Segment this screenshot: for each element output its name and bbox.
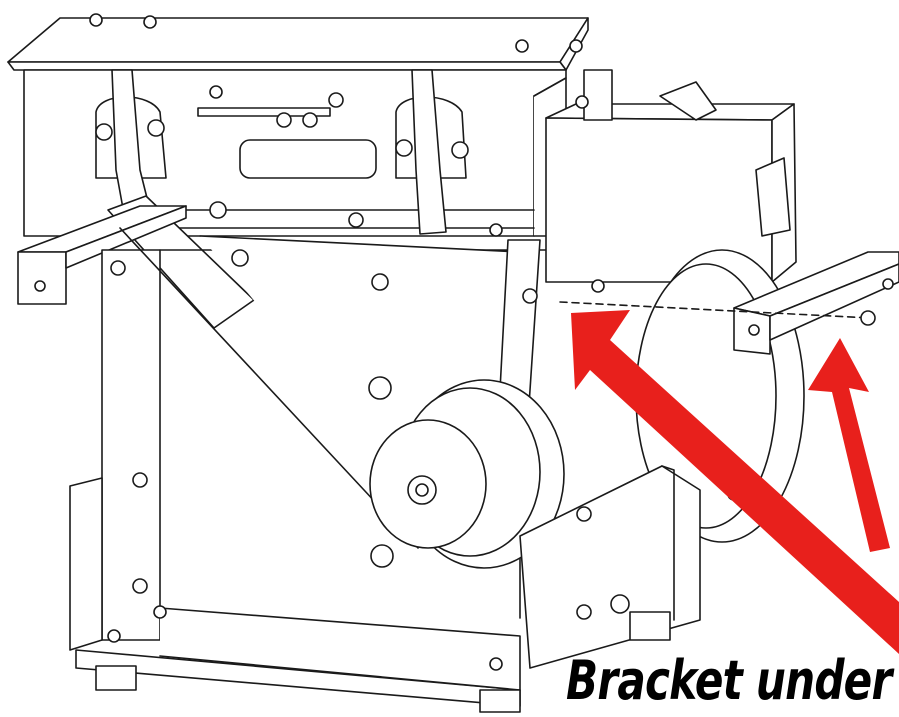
alignment-line	[559, 301, 871, 319]
caption-label: Bracket under e	[566, 649, 899, 712]
base-plate	[75, 607, 671, 713]
bolt-icon	[89, 13, 894, 671]
left-bracket	[17, 205, 187, 305]
right-latch	[395, 69, 469, 235]
right-bracket	[733, 251, 899, 355]
handle-slot	[239, 139, 377, 179]
engine-box	[545, 69, 797, 283]
slide-rail	[197, 107, 331, 117]
arrow-icon	[571, 310, 899, 654]
motor-pulley	[369, 379, 565, 569]
hopper-lid	[7, 17, 589, 71]
